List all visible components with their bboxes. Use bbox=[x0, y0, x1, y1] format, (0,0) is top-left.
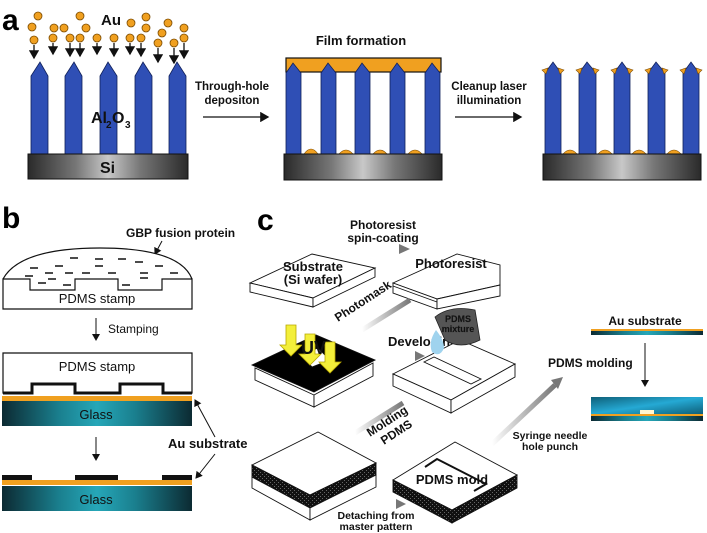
substrate-thin bbox=[591, 331, 703, 335]
step-3-label-line2: illumination bbox=[457, 95, 522, 107]
microchannel bbox=[640, 410, 654, 414]
developing-arrowhead bbox=[415, 351, 425, 361]
svg-text:2: 2 bbox=[106, 120, 112, 131]
photomask-block bbox=[250, 334, 377, 408]
au-pointer-2 bbox=[195, 453, 216, 479]
deposition-arrows bbox=[28, 43, 190, 65]
panel-b-letter: b bbox=[2, 202, 20, 235]
panel-a-letter: a bbox=[2, 4, 19, 37]
pdms-mold-label: PDMS mold bbox=[416, 472, 488, 487]
svg-text:3: 3 bbox=[125, 120, 131, 131]
panel-c-letter: c bbox=[257, 204, 274, 237]
protein-dashes bbox=[25, 257, 178, 286]
panel-b: b GBP fusion protein PDMS stamp Stamping… bbox=[2, 202, 247, 511]
photomask-arrow bbox=[360, 297, 412, 333]
pdms-molding-label: PDMS molding bbox=[548, 356, 633, 370]
syringe-label-line1: Syringe needle bbox=[513, 430, 588, 442]
au-bonded-layer bbox=[591, 414, 703, 416]
pdms-stamp-inked bbox=[2, 247, 193, 310]
detach-arrowhead bbox=[396, 499, 406, 509]
glass-1 bbox=[2, 401, 192, 426]
gbp-label: GBP fusion protein bbox=[126, 226, 235, 240]
svg-text:O: O bbox=[112, 110, 124, 127]
au-layer-1 bbox=[2, 396, 192, 401]
substrate-block bbox=[248, 253, 377, 308]
svg-text:Al: Al bbox=[91, 110, 107, 127]
stage-3-cleaned bbox=[541, 61, 703, 181]
glass-label-2: Glass bbox=[79, 492, 113, 507]
au-label: Au bbox=[101, 12, 121, 29]
si-substrate-2 bbox=[283, 153, 443, 181]
stamping-label: Stamping bbox=[108, 322, 159, 336]
molded-block bbox=[251, 431, 377, 521]
substrate-bonded bbox=[591, 416, 703, 421]
pdms-stamp-label-1: PDMS stamp bbox=[59, 291, 136, 306]
pdms-mixture-container bbox=[430, 308, 481, 355]
step-1-label-line1: Through-hole bbox=[195, 81, 269, 93]
si-substrate bbox=[27, 153, 189, 180]
photoresist-label: Photoresist bbox=[415, 256, 487, 271]
developed-block bbox=[391, 339, 517, 414]
spin-label-line1: Photoresist bbox=[350, 218, 416, 232]
stage-1-template: Au Al 2 O 3 Si bbox=[27, 11, 190, 180]
panel-a: a bbox=[2, 4, 703, 181]
stage-2-film: Film formation bbox=[283, 33, 443, 181]
au-substrate-label-b: Au substrate bbox=[168, 436, 247, 451]
syringe-arrow bbox=[490, 383, 557, 446]
syringe-arrowhead bbox=[551, 377, 563, 389]
uv-label: UV bbox=[301, 338, 326, 358]
pdms-stamp-label-2: PDMS stamp bbox=[59, 359, 136, 374]
pdms-stamp-contact bbox=[2, 352, 193, 395]
uv-arrows bbox=[279, 324, 342, 374]
glass-label-1: Glass bbox=[79, 407, 113, 422]
spin-label-line2: spin-coating bbox=[347, 231, 418, 245]
si-substrate-3 bbox=[542, 153, 702, 181]
pdms-layer bbox=[591, 397, 703, 414]
patterned-protein bbox=[2, 475, 192, 480]
alumina-pillars bbox=[30, 61, 187, 156]
panel-c: c Substrate (Si wafer) Photoresist spin-… bbox=[248, 204, 703, 533]
film-formation-label: Film formation bbox=[316, 33, 406, 48]
detach-label-line1: Detaching from bbox=[337, 510, 414, 522]
glass-2 bbox=[2, 486, 192, 511]
detach-label-line2: master pattern bbox=[340, 521, 413, 533]
al2o3-label: Al 2 O 3 bbox=[91, 110, 131, 131]
clean-pillars bbox=[544, 61, 700, 155]
au-substrate-label-c: Au substrate bbox=[608, 314, 682, 328]
spin-arrowhead bbox=[399, 244, 410, 254]
syringe-label-line2: hole punch bbox=[522, 441, 578, 453]
step-3-label-line1: Cleanup laser bbox=[451, 81, 527, 93]
molding-arrow bbox=[353, 400, 405, 436]
photoresist-block bbox=[391, 253, 501, 310]
gbp-pointer bbox=[154, 240, 163, 255]
pdms-mixture-line2: mixture bbox=[442, 324, 475, 334]
step-1-label-line2: depositon bbox=[205, 95, 260, 107]
film-pillars bbox=[285, 62, 441, 155]
au-thin-layer bbox=[591, 329, 703, 331]
substrate-label-line1: Substrate bbox=[283, 259, 343, 274]
au-particles bbox=[27, 11, 189, 48]
au-layer-2 bbox=[2, 480, 192, 485]
si-label: Si bbox=[100, 160, 115, 177]
au-pointer-1 bbox=[194, 399, 216, 438]
substrate-label-line2: (Si wafer) bbox=[284, 272, 343, 287]
pdms-mold-block bbox=[392, 441, 518, 524]
pdms-mixture-line1: PDMS bbox=[445, 314, 471, 324]
